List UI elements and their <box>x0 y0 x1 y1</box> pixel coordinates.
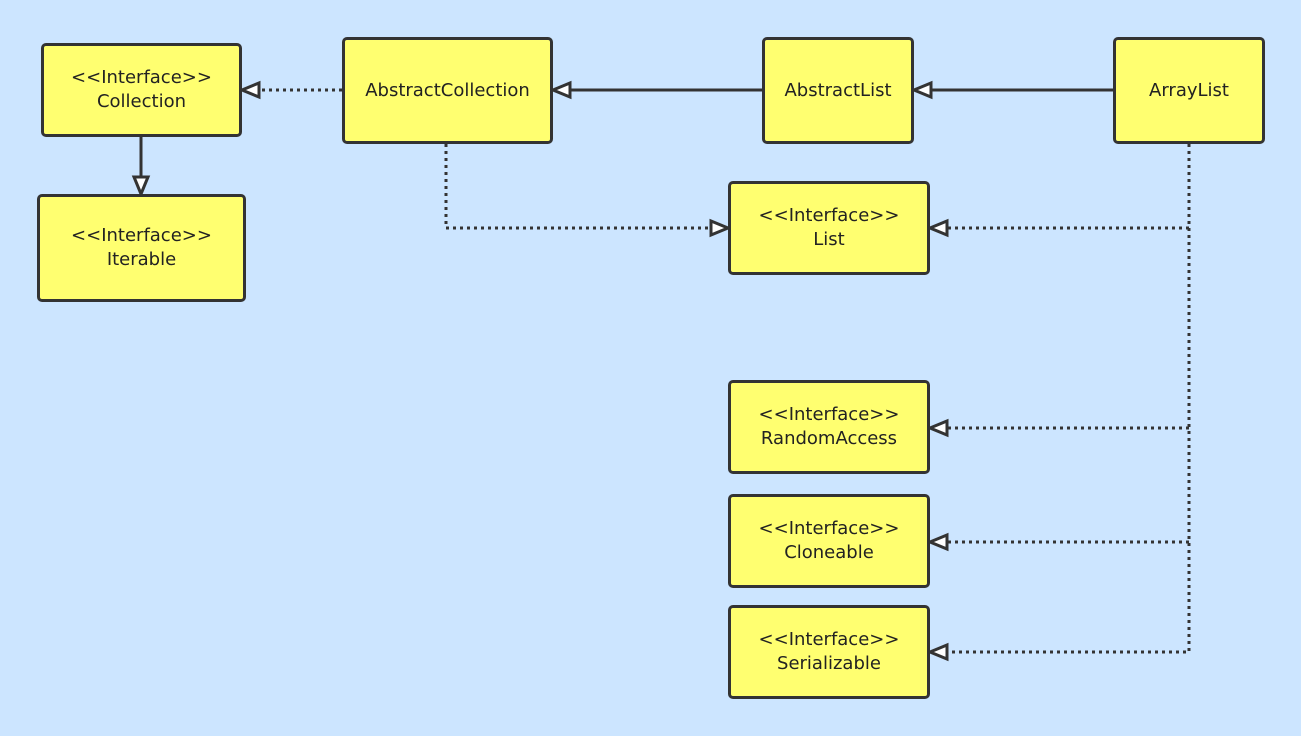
node-random-access[interactable]: <<Interface>> RandomAccess <box>728 380 930 474</box>
hollow-arrowhead <box>926 532 949 552</box>
edge-array-list-to-random-access <box>926 418 1189 438</box>
edge-array-list-to-serializable <box>926 228 1191 662</box>
node-name: Serializable <box>777 653 881 674</box>
node-stereotype: <<Interface>> <box>758 404 900 425</box>
hollow-arrowhead <box>549 80 572 100</box>
edge-array-list-to-cloneable <box>926 532 1189 552</box>
node-name: Cloneable <box>784 542 874 563</box>
node-name: AbstractList <box>784 79 892 101</box>
hollow-arrowhead <box>926 418 949 438</box>
hollow-arrowhead <box>238 80 261 100</box>
node-name: RandomAccess <box>760 428 898 449</box>
hollow-arrowhead <box>910 80 933 100</box>
edge-abstract-collection-to-list <box>444 144 732 238</box>
hollow-arrowhead <box>709 218 732 238</box>
edge-line <box>947 144 1191 230</box>
edge-line <box>444 144 711 230</box>
edge-abstract-collection-to-collection <box>238 80 342 100</box>
node-serializable[interactable]: <<Interface>> Serializable <box>728 605 930 699</box>
edge-collection-to-iterable <box>131 137 151 198</box>
node-abstract-list[interactable]: AbstractList <box>762 37 914 144</box>
node-stereotype: <<Interface>> <box>71 67 212 88</box>
edge-array-list-to-list <box>926 144 1191 238</box>
node-name: AbstractCollection <box>365 79 530 101</box>
node-list[interactable]: <<Interface>> List <box>728 181 930 275</box>
edge-abstract-list-to-abstract-collection <box>549 80 762 100</box>
node-iterable[interactable]: <<Interface>> Iterable <box>37 194 246 302</box>
hollow-arrowhead <box>926 218 949 238</box>
node-abstract-collection[interactable]: AbstractCollection <box>342 37 553 144</box>
node-stereotype: <<Interface>> <box>758 518 900 539</box>
node-name: List <box>813 229 845 250</box>
hollow-arrowhead <box>926 642 949 662</box>
node-collection[interactable]: <<Interface>> Collection <box>41 43 242 137</box>
node-array-list[interactable]: ArrayList <box>1113 37 1265 144</box>
edge-array-list-to-abstract-list <box>910 80 1113 100</box>
node-name: ArrayList <box>1149 79 1229 101</box>
hollow-arrowhead <box>131 175 151 198</box>
node-name: Collection <box>96 91 187 112</box>
node-stereotype: <<Interface>> <box>71 225 212 246</box>
node-cloneable[interactable]: <<Interface>> Cloneable <box>728 494 930 588</box>
node-stereotype: <<Interface>> <box>758 629 900 650</box>
edge-line <box>947 228 1191 654</box>
node-name: Iterable <box>106 249 177 270</box>
node-stereotype: <<Interface>> <box>758 205 900 226</box>
